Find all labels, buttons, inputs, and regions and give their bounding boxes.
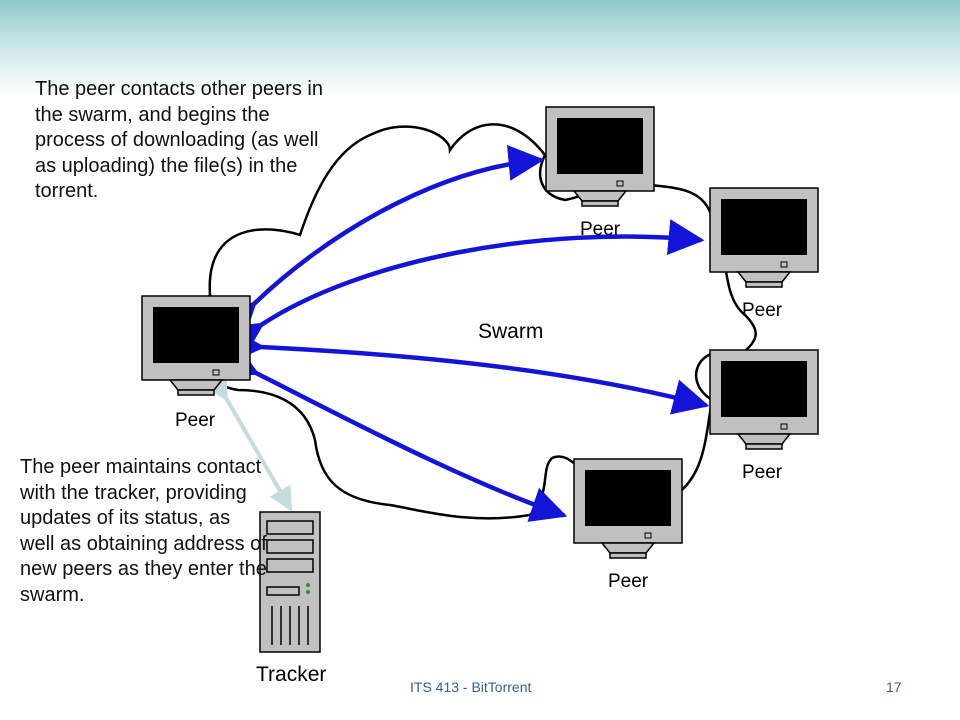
tracker-label: Tracker [256, 663, 326, 686]
peer-monitor-top [545, 106, 655, 207]
caption-swarm-contact: The peer contacts other peers in the swa… [35, 78, 323, 202]
peer-monitor-bottom [573, 458, 683, 559]
connection-right-top-peer [224, 219, 705, 358]
peer-monitor-right-top [709, 187, 819, 288]
peer-connections [218, 144, 710, 522]
header-band [0, 0, 960, 95]
page-number: 17 [886, 679, 902, 695]
peer-label-local: Peer [175, 410, 216, 431]
connection-right-mid-peer [228, 327, 710, 415]
tracker-server-icon [259, 511, 321, 653]
footer-title: ITS 413 - BitTorrent [410, 679, 532, 695]
caption-tracker-contact: The peer maintains contact with the trac… [20, 456, 267, 606]
peer-monitor-right-mid [709, 349, 819, 450]
tracker-link [205, 374, 293, 512]
swarm-label: Swarm [478, 320, 543, 343]
peer-label-right-mid: Peer [742, 462, 783, 483]
connection-bottom-peer [219, 342, 568, 522]
peer-monitor-local [141, 295, 251, 396]
peer-label-right-top: Peer [742, 300, 783, 321]
peer-label-top: Peer [580, 219, 621, 240]
peer-label-bottom: Peer [608, 571, 649, 592]
